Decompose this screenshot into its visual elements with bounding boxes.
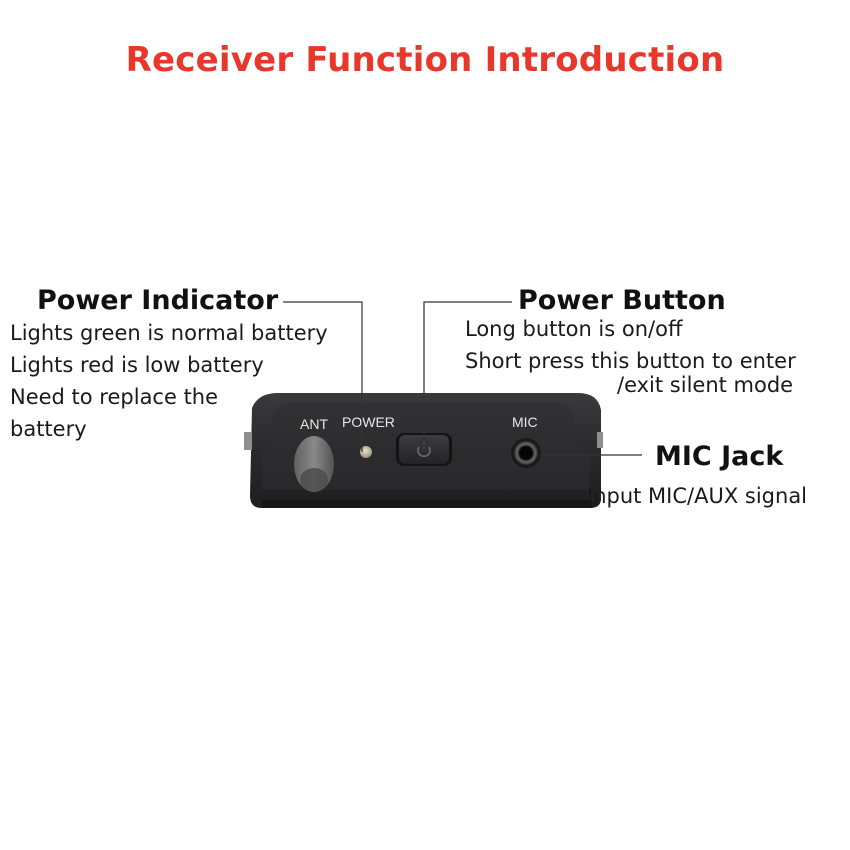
mic-jack-heading: MIC Jack — [655, 441, 784, 472]
mic-label: MIC — [512, 414, 538, 430]
ant-label: ANT — [300, 416, 328, 432]
power-button-line: /exit silent mode — [617, 373, 794, 397]
device-left-edge — [244, 432, 252, 450]
power-button-heading: Power Button — [518, 285, 726, 316]
callout-line-power-indicator — [283, 301, 363, 452]
antenna-stub — [294, 436, 334, 492]
mic-jack-description: Input MIC/AUX signal — [587, 480, 807, 512]
power-button-description: Long button is on/off Short press this b… — [465, 313, 796, 401]
mic-jack-line: Input MIC/AUX signal — [587, 484, 808, 508]
power-indicator-line: Lights red is low battery — [10, 353, 264, 377]
power-indicator-line: Need to replace the — [10, 385, 219, 409]
power-indicator-line: battery — [10, 417, 87, 441]
power-indicator-description: Lights green is normal battery Lights re… — [10, 317, 328, 445]
power-indicator-line: Lights green is normal battery — [10, 321, 328, 345]
device-bottom-shadow — [262, 500, 592, 508]
mic-jack[interactable] — [511, 438, 541, 468]
page-title: Receiver Function Introduction — [125, 40, 725, 80]
callout-line-power-button — [423, 301, 512, 450]
power-indicator-heading: Power Indicator — [37, 285, 279, 316]
device-right-edge — [597, 432, 603, 448]
led-indicator — [360, 446, 372, 458]
power-button-line: Short press this button to enter — [465, 349, 796, 373]
callout-lines — [283, 301, 642, 456]
power-label: POWER — [342, 414, 395, 430]
power-button-line: Long button is on/off — [465, 317, 683, 341]
